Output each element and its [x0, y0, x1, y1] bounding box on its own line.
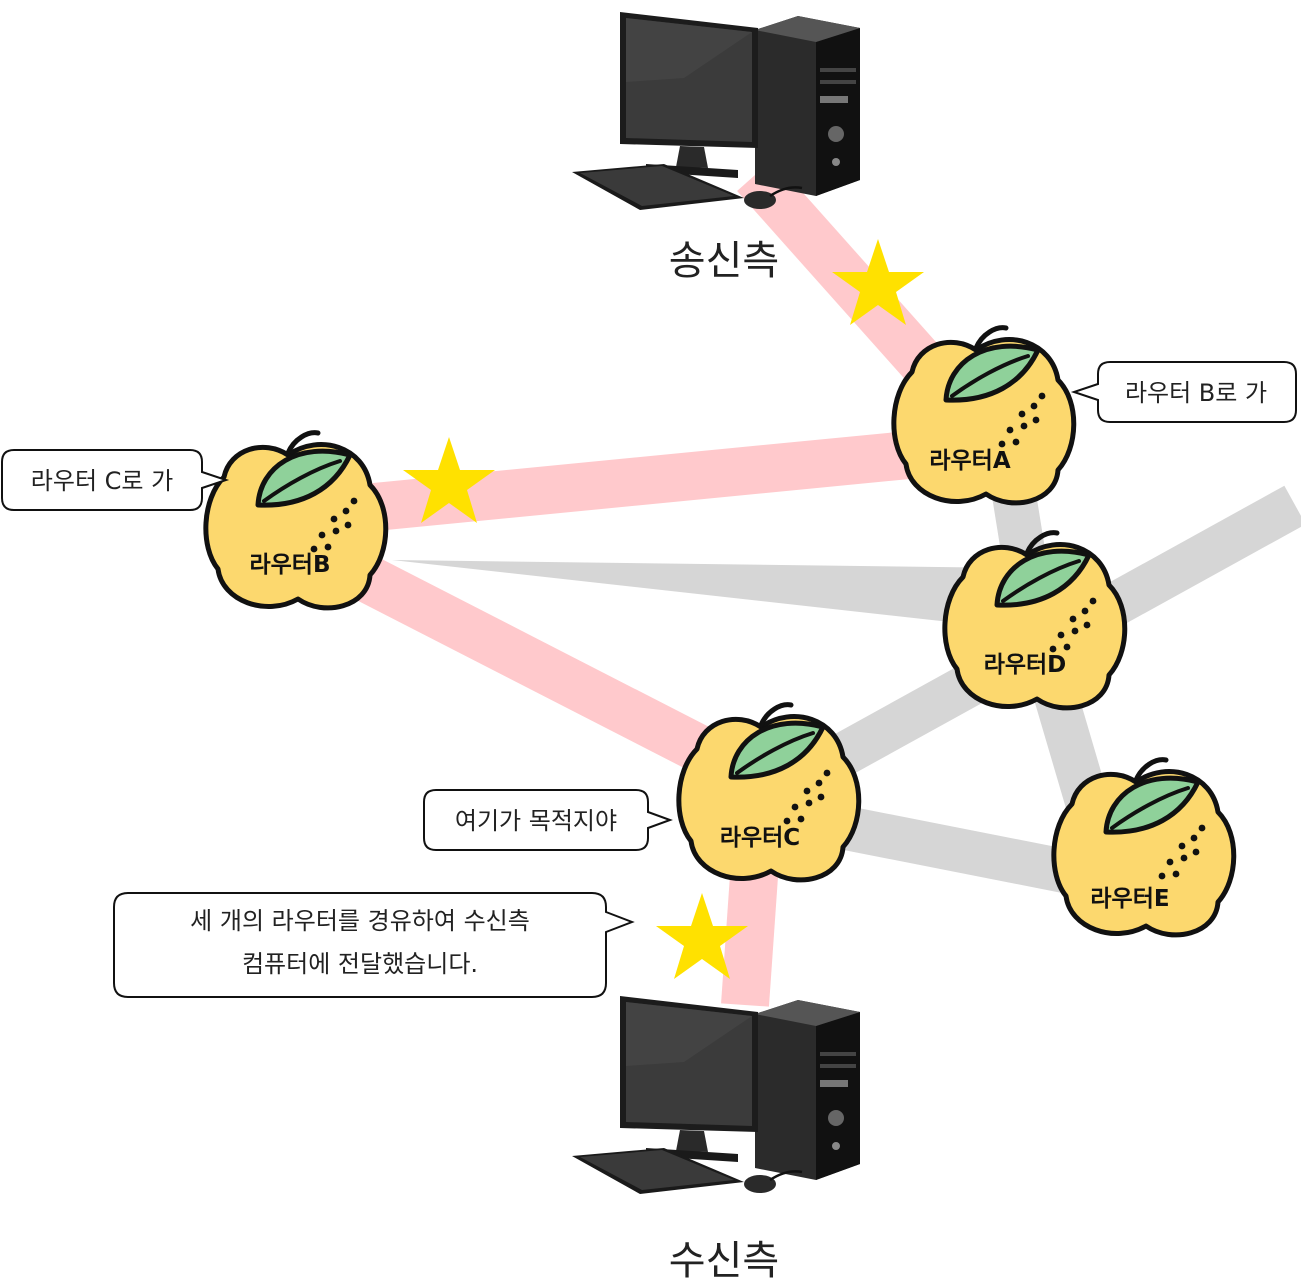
speech-bubble-router-b: 라우터 C로 가 — [1, 449, 230, 511]
receiver-label: 수신측 — [669, 1238, 779, 1284]
bubble-text: 여기가 목적지야 — [455, 807, 617, 835]
bubble-text: 라우터 C로 가 — [31, 467, 173, 495]
router-d: 라우터D — [945, 533, 1125, 708]
desktop-computer-icon — [570, 10, 862, 212]
speech-bubble-router-a: 라우터 B로 가 — [1070, 361, 1297, 423]
router-e: 라우터E — [1054, 760, 1234, 935]
lemon-router-icon — [679, 705, 859, 880]
router-d-label: 라우터D — [984, 652, 1067, 678]
lemon-router-icon — [945, 533, 1125, 708]
router-a-label: 라우터A — [929, 448, 1010, 474]
desktop-computer-icon — [570, 994, 862, 1196]
lemon-router-icon — [206, 433, 386, 608]
router-c-label: 라우터C — [720, 825, 800, 851]
router-c: 라우터C — [679, 705, 859, 880]
router-e-label: 라우터E — [1090, 886, 1169, 912]
speech-bubble-router-c: 여기가 목적지야 — [423, 789, 673, 851]
lemon-router-icon — [894, 328, 1074, 503]
bubble-text: 라우터 B로 가 — [1125, 379, 1267, 407]
link-router-b-router-d — [392, 560, 1020, 628]
summary-line-2: 컴퓨터에 전달했습니다. — [242, 950, 478, 978]
router-b: 라우터B — [206, 433, 386, 608]
summary-line-1: 세 개의 라우터를 경유하여 수신측 — [190, 907, 530, 935]
sender-label: 송신측 — [669, 238, 779, 284]
router-a: 라우터A — [894, 328, 1074, 503]
router-b-label: 라우터B — [249, 552, 330, 578]
link-router-a-router-b — [289, 426, 963, 539]
speech-bubble-summary: 세 개의 라우터를 경유하여 수신측 컴퓨터에 전달했습니다. — [113, 892, 635, 998]
